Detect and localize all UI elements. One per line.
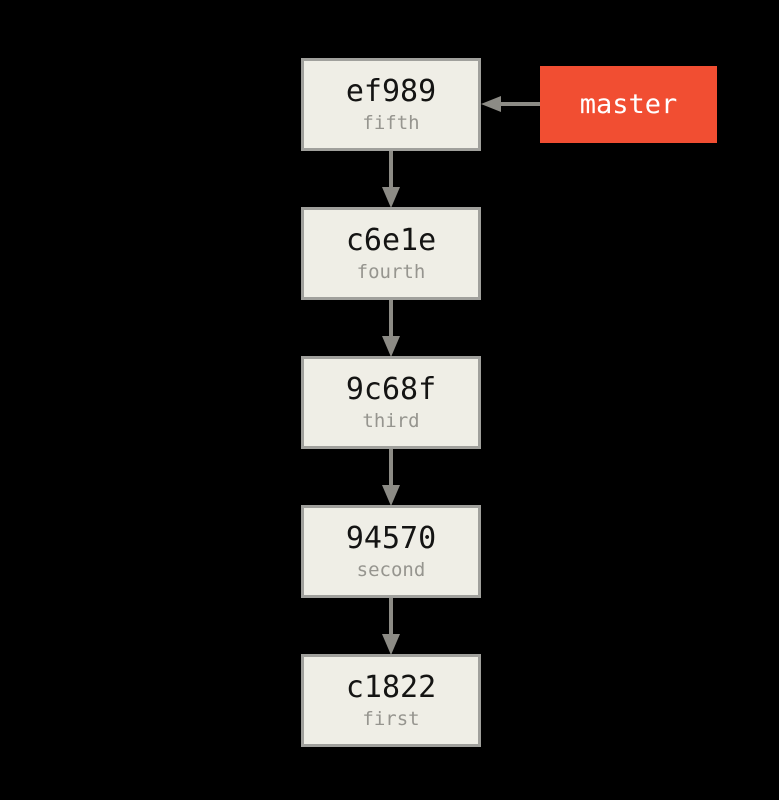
arrowhead-left-icon — [481, 96, 501, 112]
commit-node-c1822: c1822 first — [301, 654, 481, 747]
connector-line — [389, 598, 393, 635]
commit-node-c6e1e: c6e1e fourth — [301, 207, 481, 300]
connector-line — [389, 300, 393, 337]
commit-hash: c1822 — [345, 669, 437, 705]
branch-connector-line — [501, 102, 540, 106]
arrowhead-down-icon — [382, 634, 400, 655]
commit-hash: 9c68f — [345, 371, 437, 407]
commit-message: third — [362, 409, 420, 432]
branch-label-master: master — [540, 66, 717, 143]
commit-message: first — [362, 707, 420, 730]
commit-message: fifth — [362, 111, 420, 134]
commit-message: fourth — [356, 260, 426, 283]
commit-node-9c68f: 9c68f third — [301, 356, 481, 449]
arrowhead-down-icon — [382, 336, 400, 357]
commit-hash: ef989 — [345, 73, 437, 109]
commit-hash: c6e1e — [345, 222, 437, 258]
commit-node-ef989: ef989 fifth — [301, 58, 481, 151]
arrowhead-down-icon — [382, 187, 400, 208]
connector-line — [389, 151, 393, 188]
commit-node-94570: 94570 second — [301, 505, 481, 598]
arrowhead-down-icon — [382, 485, 400, 506]
connector-line — [389, 449, 393, 486]
commit-message: second — [356, 558, 426, 581]
commit-hash: 94570 — [345, 520, 437, 556]
